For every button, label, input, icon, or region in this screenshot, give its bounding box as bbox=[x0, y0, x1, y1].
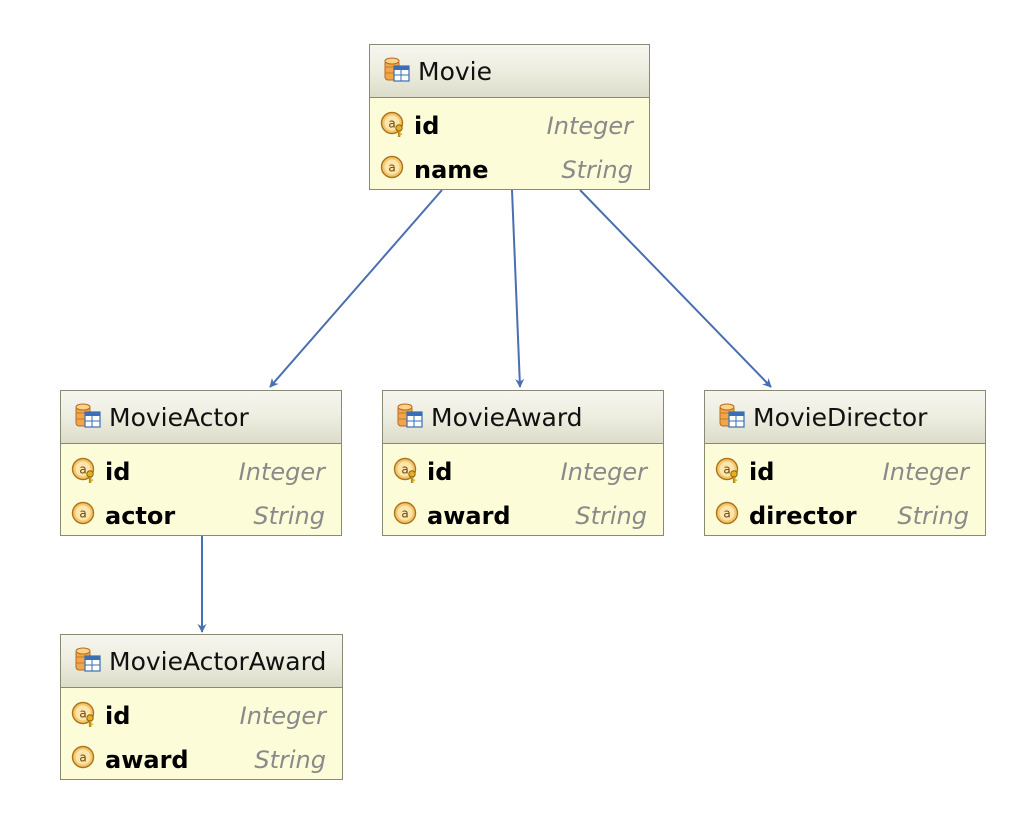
attribute-icon: a bbox=[380, 155, 406, 185]
attribute-type: String bbox=[253, 502, 325, 530]
entity-title: MovieActor bbox=[109, 402, 249, 432]
svg-text:a: a bbox=[388, 161, 395, 175]
attribute-name: award bbox=[427, 502, 511, 530]
svg-text:a: a bbox=[401, 507, 408, 521]
attribute-type: String bbox=[254, 746, 326, 774]
svg-text:a: a bbox=[723, 507, 730, 521]
table-icon bbox=[719, 402, 745, 432]
svg-text:a: a bbox=[723, 463, 730, 477]
relation-movie-to-movieaward bbox=[511, 189, 525, 388]
attribute-name: id bbox=[414, 112, 440, 140]
svg-text:a: a bbox=[79, 463, 86, 477]
attribute-icon: a bbox=[71, 745, 97, 775]
attribute-list: a id Integer a award String bbox=[61, 688, 342, 782]
entity-title: Movie bbox=[418, 56, 492, 86]
attribute-type: String bbox=[561, 156, 633, 184]
attribute-row[interactable]: a name String bbox=[370, 148, 649, 192]
attribute-name: id bbox=[427, 458, 453, 486]
entity-movieaward[interactable]: MovieAward a id Integer a award String bbox=[382, 390, 664, 536]
primary-key-attribute-icon: a bbox=[71, 457, 97, 487]
attribute-row[interactable]: a actor String bbox=[61, 494, 341, 538]
table-icon bbox=[75, 646, 101, 676]
attribute-row[interactable]: a id Integer bbox=[383, 450, 663, 494]
attribute-row[interactable]: a director String bbox=[705, 494, 985, 538]
attribute-icon: a bbox=[71, 501, 97, 531]
attribute-list: a id Integer a name String bbox=[370, 98, 649, 192]
attribute-type: String bbox=[897, 502, 969, 530]
entity-header[interactable]: MovieDirector bbox=[705, 391, 985, 444]
relation-movie-to-movieactor bbox=[269, 189, 443, 388]
attribute-list: a id Integer a award String bbox=[383, 444, 663, 538]
entity-movie[interactable]: Movie a id Integer a name String bbox=[369, 44, 650, 190]
svg-text:a: a bbox=[401, 463, 408, 477]
attribute-row[interactable]: a id Integer bbox=[61, 694, 342, 738]
entity-movieactor[interactable]: MovieActor a id Integer a actor String bbox=[60, 390, 342, 536]
attribute-row[interactable]: a id Integer bbox=[370, 104, 649, 148]
attribute-name: award bbox=[105, 746, 189, 774]
entity-header[interactable]: MovieActorAward bbox=[61, 635, 342, 688]
attribute-type: Integer bbox=[238, 458, 325, 486]
attribute-name: id bbox=[105, 702, 131, 730]
svg-text:a: a bbox=[79, 507, 86, 521]
attribute-type: String bbox=[575, 502, 647, 530]
attribute-type: Integer bbox=[546, 112, 633, 140]
attribute-row[interactable]: a award String bbox=[61, 738, 342, 782]
entity-header[interactable]: MovieActor bbox=[61, 391, 341, 444]
attribute-row[interactable]: a id Integer bbox=[705, 450, 985, 494]
entity-header[interactable]: MovieAward bbox=[383, 391, 663, 444]
entity-movieactoraward[interactable]: MovieActorAward a id Integer a award String bbox=[60, 634, 343, 780]
primary-key-attribute-icon: a bbox=[71, 701, 97, 731]
attribute-list: a id Integer a director String bbox=[705, 444, 985, 538]
attribute-icon: a bbox=[715, 501, 741, 531]
attribute-name: actor bbox=[105, 502, 176, 530]
svg-text:a: a bbox=[388, 117, 395, 131]
attribute-type: Integer bbox=[882, 458, 969, 486]
attribute-name: director bbox=[749, 502, 857, 530]
table-icon bbox=[75, 402, 101, 432]
svg-text:a: a bbox=[79, 751, 86, 765]
primary-key-attribute-icon: a bbox=[715, 457, 741, 487]
table-icon bbox=[397, 402, 423, 432]
attribute-name: id bbox=[749, 458, 775, 486]
relation-movie-to-moviedirector bbox=[579, 189, 772, 388]
table-icon bbox=[384, 56, 410, 86]
entity-header[interactable]: Movie bbox=[370, 45, 649, 98]
attribute-type: Integer bbox=[560, 458, 647, 486]
svg-text:a: a bbox=[79, 707, 86, 721]
attribute-row[interactable]: a award String bbox=[383, 494, 663, 538]
entity-moviedirector[interactable]: MovieDirector a id Integer a director String bbox=[704, 390, 986, 536]
attribute-icon: a bbox=[393, 501, 419, 531]
attribute-list: a id Integer a actor String bbox=[61, 444, 341, 538]
attribute-name: id bbox=[105, 458, 131, 486]
attribute-row[interactable]: a id Integer bbox=[61, 450, 341, 494]
entity-title: MovieActorAward bbox=[109, 646, 327, 676]
primary-key-attribute-icon: a bbox=[393, 457, 419, 487]
entity-title: MovieAward bbox=[431, 402, 583, 432]
attribute-name: name bbox=[414, 156, 489, 184]
primary-key-attribute-icon: a bbox=[380, 111, 406, 141]
attribute-type: Integer bbox=[239, 702, 326, 730]
entity-title: MovieDirector bbox=[753, 402, 928, 432]
